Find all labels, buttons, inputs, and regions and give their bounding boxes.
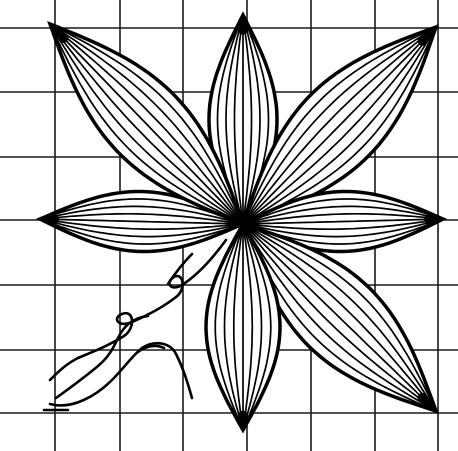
petal-tip [49,214,59,224]
thread-path [44,240,226,410]
flower-center [237,218,249,230]
petal-tip [238,25,248,35]
petal-tip [238,411,248,421]
thread-strand-3 [44,316,148,410]
petal-tip [59,33,69,43]
petal-tip [424,214,434,224]
thread-strand-2 [50,343,192,405]
flower-petals [40,15,443,430]
thread-strand-1 [50,240,226,380]
petal-tip [418,36,428,46]
petal-tip [418,393,428,403]
